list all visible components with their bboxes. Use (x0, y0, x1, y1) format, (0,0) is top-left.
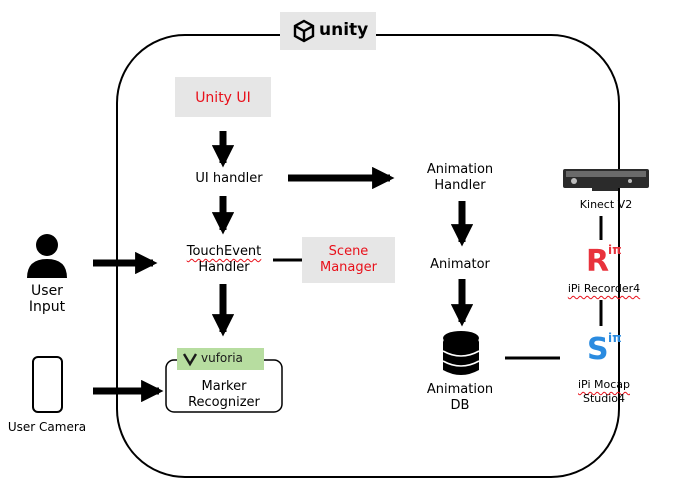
marker-recognizer-line1: Marker (201, 379, 247, 394)
mocap-letter: S (587, 332, 609, 367)
unity-logo-text: unity (319, 20, 369, 40)
touchevent-line1: TouchEvent (186, 244, 262, 259)
animation-db-line1: Animation (426, 382, 494, 397)
ipi-recorder-logo-icon: R iπ (586, 243, 628, 283)
user-camera-label: User Camera (7, 420, 87, 434)
ipi-mocap-line2: Studio4 (582, 392, 626, 405)
kinect-label: Kinect V2 (579, 198, 633, 211)
unity-ui-label: Unity UI (195, 90, 251, 106)
marker-recognizer-line2: Recognizer (188, 395, 260, 410)
user-input-line2: Input (28, 299, 66, 315)
vuforia-mark-overlay (181, 351, 199, 367)
user-input-label: User Input (10, 283, 84, 315)
unity-cube-overlay (293, 19, 315, 43)
vuforia-logo-bar (177, 348, 264, 370)
animation-handler-line2: Handler (434, 178, 486, 193)
ui-handler-label: UI handler (195, 171, 263, 186)
ipi-mocap-logo-icon: S iπ (586, 331, 628, 371)
ipi-mocap-line1: iPi Mocap (578, 378, 630, 391)
scene-manager-label: Scene Manager (302, 244, 395, 276)
user-input-line1: User (31, 283, 63, 299)
animation-handler-label: Animation Handler (410, 162, 510, 194)
ipi-recorder-text: iPi Recorder4 (567, 282, 641, 295)
scene-manager-box (302, 237, 395, 283)
database-icon (442, 331, 480, 375)
animation-db-line2: DB (450, 398, 470, 413)
scene-manager-line2: Manager (320, 260, 377, 275)
user-person-icon (27, 234, 67, 278)
ipi-recorder-label: iPi Recorder4 (552, 281, 656, 297)
ipi-mocap-label: iPi Mocap Studio4 (552, 378, 656, 406)
animator-label: Animator (430, 257, 490, 272)
vuforia-logo-text: vuforia (201, 351, 243, 365)
kinect-icon (563, 169, 649, 191)
phone-icon (32, 356, 63, 413)
touchevent-line2: Handler (198, 260, 250, 275)
mocap-pi: iπ (608, 331, 622, 345)
recorder-pi: iπ (608, 243, 622, 257)
scene-manager-line1: Scene (328, 244, 369, 259)
animation-handler-line1: Animation (426, 162, 494, 177)
animation-db-label: Animation DB (410, 382, 510, 414)
unity-ui-box (175, 77, 271, 117)
marker-recognizer-label: Marker Recognizer (166, 379, 282, 411)
touchevent-handler-label: TouchEvent Handler (166, 244, 282, 276)
recorder-letter: R (586, 244, 610, 279)
